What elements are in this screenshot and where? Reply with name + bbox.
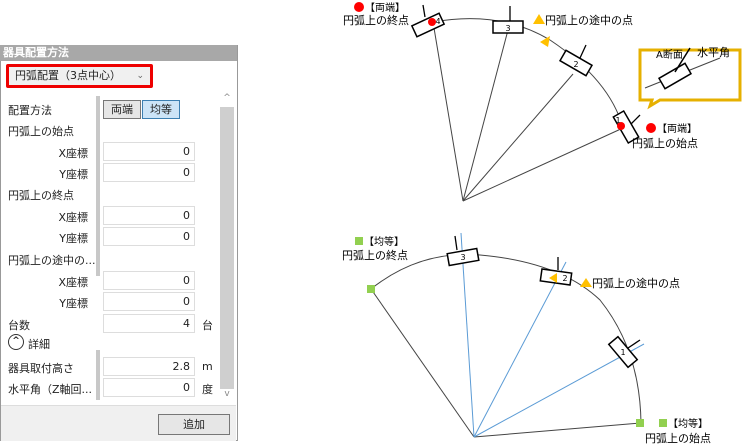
start-point-marker <box>617 122 625 130</box>
svg-text:1: 1 <box>620 348 625 357</box>
mid-point-label: 円弧上の途中の... <box>8 254 96 267</box>
bottom-start-tag: 【均等】 <box>668 417 708 430</box>
end-y-input[interactable]: 0 <box>103 227 195 246</box>
start-red-dot-icon <box>646 123 656 133</box>
orange-triangle-icon <box>533 14 545 24</box>
end-y-label: Y座標 <box>59 232 88 245</box>
count-input[interactable]: 4 <box>103 314 195 333</box>
bottom-end-tag: 【均等】 <box>364 235 404 248</box>
height-input[interactable]: 2.8 <box>103 357 195 376</box>
end-point-marker <box>367 285 375 293</box>
green-square-icon <box>355 237 363 245</box>
start-y-input[interactable]: 0 <box>103 163 195 182</box>
bottom-end-label: 円弧上の終点 <box>342 248 408 262</box>
svg-text:2: 2 <box>562 274 567 283</box>
chevron-down-icon: ⌄ <box>136 71 144 81</box>
method-both-ends-button[interactable]: 両端 <box>103 100 141 119</box>
svg-text:3: 3 <box>505 24 510 33</box>
scroll-down-icon[interactable]: v <box>220 389 234 403</box>
scroll-up-icon[interactable]: ^ <box>220 93 234 107</box>
mid-point-marker <box>549 273 557 283</box>
height-unit: m <box>202 360 213 373</box>
splitter[interactable] <box>96 96 100 276</box>
mid-y-input[interactable]: 0 <box>103 292 195 311</box>
splitter[interactable] <box>96 350 100 400</box>
start-x-input[interactable]: 0 <box>103 142 195 161</box>
mid-point-marker <box>540 36 550 47</box>
end-red-dot-icon <box>354 2 364 12</box>
start-point-marker <box>636 419 644 427</box>
scrollbar[interactable]: ^ v <box>220 93 234 403</box>
top-diagram <box>410 4 742 202</box>
arc <box>432 18 624 129</box>
end-x-input[interactable]: 0 <box>103 206 195 225</box>
count-unit: 台 <box>202 319 213 332</box>
end-point-label: 円弧上の終点 <box>8 189 74 202</box>
start-point-label: 円弧上の始点 <box>8 125 74 138</box>
svg-text:1: 1 <box>615 116 620 125</box>
angle-label: 水平角（Z軸回... <box>8 383 93 396</box>
bottom-diagram <box>370 232 645 438</box>
count-label: 台数 <box>8 319 30 332</box>
bottom-start-label: 円弧上の始点 <box>645 431 711 445</box>
top-end-label: 円弧上の終点 <box>343 13 409 27</box>
collapse-details-icon[interactable]: ^ <box>8 334 24 350</box>
mid-y-label: Y座標 <box>59 297 88 310</box>
start-x-label: X座標 <box>58 147 88 160</box>
callout-angle-label: 水平角 <box>697 46 730 59</box>
placement-type-dropdown[interactable]: 円弧配置（3点中心） ⌄ <box>6 64 153 88</box>
mid-x-label: X座標 <box>58 276 88 289</box>
svg-text:3: 3 <box>460 253 465 262</box>
dropdown-value: 円弧配置（3点中心） <box>15 69 121 82</box>
mid-x-input[interactable]: 0 <box>103 271 195 290</box>
details-toggle[interactable]: 詳細 <box>28 338 50 351</box>
top-start-label: 円弧上の始点 <box>632 136 698 150</box>
top-mid-label: 円弧上の途中の点 <box>545 13 633 27</box>
bottom-mid-label: 円弧上の途中の点 <box>592 276 680 290</box>
svg-text:2: 2 <box>573 60 578 69</box>
top-end-tag: 【両端】 <box>365 1 405 14</box>
callout-section-label: A断面 <box>656 48 683 61</box>
height-label: 器具取付高さ <box>8 362 74 375</box>
end-point-marker <box>428 18 436 26</box>
add-button[interactable]: 追加 <box>158 414 230 435</box>
top-start-tag: 【両端】 <box>657 122 697 135</box>
start-y-label: Y座標 <box>59 168 88 181</box>
method-equal-button[interactable]: 均等 <box>142 100 180 119</box>
method-label: 配置方法 <box>8 104 52 117</box>
angle-unit: 度 <box>202 383 213 396</box>
top-fixture-numbers: 4 3 2 1 <box>435 17 620 125</box>
orange-triangle-icon <box>580 278 592 287</box>
svg-text:4: 4 <box>435 17 440 26</box>
angle-input[interactable]: 0 <box>103 378 195 397</box>
bottom-fixture-numbers: 3 2 1 <box>460 253 625 357</box>
end-x-label: X座標 <box>58 211 88 224</box>
green-square-icon <box>659 419 667 427</box>
panel-title: 器具配置方法 <box>0 45 237 61</box>
